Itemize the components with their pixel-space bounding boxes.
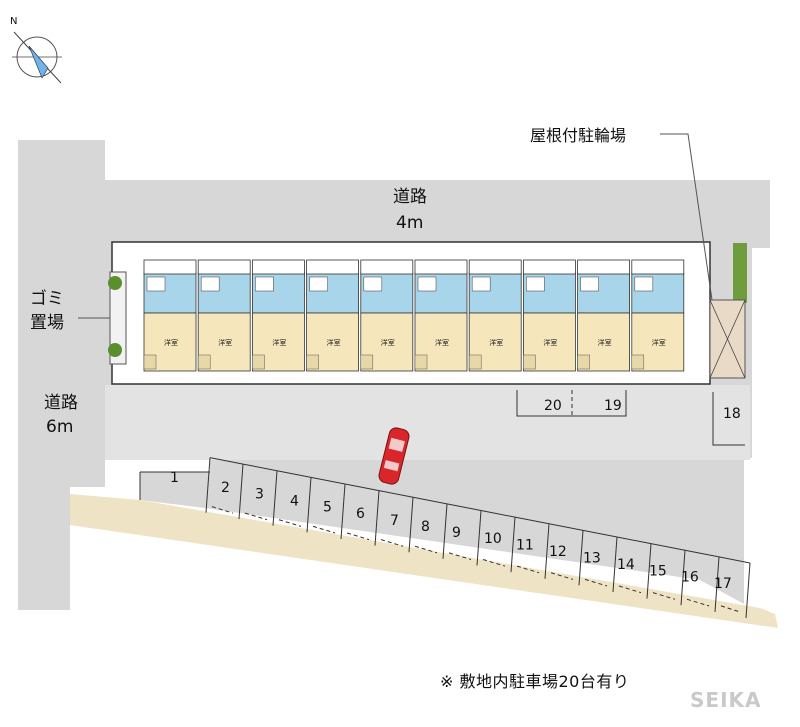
apartment-unit: 洋室 <box>414 259 468 372</box>
parking-slot-20: 20 <box>544 398 562 414</box>
unit-room-label: 洋室 <box>435 338 449 347</box>
unit-room-label: 洋室 <box>598 338 612 347</box>
unit-room-label: 洋室 <box>327 338 341 347</box>
parking-slot-19: 19 <box>604 398 622 414</box>
road-top-width: 4m <box>396 213 423 233</box>
parking-slot-12: 12 <box>549 544 567 560</box>
apartment-unit: 洋室 <box>468 259 522 372</box>
sidewalk-strip <box>70 494 778 628</box>
parking-slot-2: 2 <box>221 480 230 496</box>
shrub <box>108 343 122 357</box>
apartment-unit: 洋室 <box>523 259 576 372</box>
lot-area <box>105 385 750 460</box>
parking-note: ※ 敷地内駐車場20台有り <box>440 672 630 691</box>
parking-slot-11: 11 <box>516 537 534 553</box>
apartment-unit: 洋室 <box>360 259 414 372</box>
parking-slot-14: 14 <box>617 557 635 573</box>
trash-label-1: ゴミ <box>30 288 64 309</box>
apartment-unit: 洋室 <box>577 259 630 372</box>
apartment-unit: 洋室 <box>143 259 197 372</box>
unit-room-label: 洋室 <box>381 338 395 347</box>
parking-row-lines <box>139 457 751 618</box>
parking-slot-8: 8 <box>421 519 430 535</box>
parking-slot-3: 3 <box>255 486 264 502</box>
apartment-unit: 洋室 <box>306 259 360 372</box>
parking-slot-7: 7 <box>390 513 399 529</box>
road-left-label: 道路 <box>44 393 78 413</box>
hedge-right <box>733 243 747 303</box>
parking-slot-15: 15 <box>649 563 667 579</box>
parking-slot-10: 10 <box>484 531 502 547</box>
unit-room-label: 洋室 <box>652 338 666 347</box>
parking-slot-6: 6 <box>356 506 365 522</box>
car <box>378 427 410 485</box>
upper-parking <box>516 390 745 446</box>
north-label: N <box>10 16 17 27</box>
road-left-width: 6m <box>46 417 73 437</box>
bike-parking-label: 屋根付駐輪場 <box>530 126 626 145</box>
unit-room-label: 洋室 <box>164 338 178 347</box>
unit-room-label: 洋室 <box>489 338 503 347</box>
road-top-label: 道路 <box>393 187 427 207</box>
unit-room-label: 洋室 <box>218 338 232 347</box>
trash-label-2: 置場 <box>30 313 64 333</box>
parking-slot-5: 5 <box>323 500 332 516</box>
parking-slot-9: 9 <box>452 525 461 541</box>
parking-slot-16: 16 <box>681 569 699 585</box>
parking-slot-17: 17 <box>714 576 732 592</box>
parking-slot-18: 18 <box>723 406 741 422</box>
apartment-unit: 洋室 <box>197 259 251 372</box>
parking-slot-1: 1 <box>170 470 179 486</box>
unit-room-label: 洋室 <box>543 338 557 347</box>
shrub <box>108 276 122 290</box>
parking-slot-13: 13 <box>583 550 601 566</box>
unit-room-label: 洋室 <box>272 338 286 347</box>
compass-icon: N <box>10 16 62 84</box>
apartment-unit: 洋室 <box>631 259 685 372</box>
watermark: SEIKA <box>690 688 762 712</box>
parking-slot-4: 4 <box>290 493 299 509</box>
apartment-unit: 洋室 <box>251 259 305 372</box>
